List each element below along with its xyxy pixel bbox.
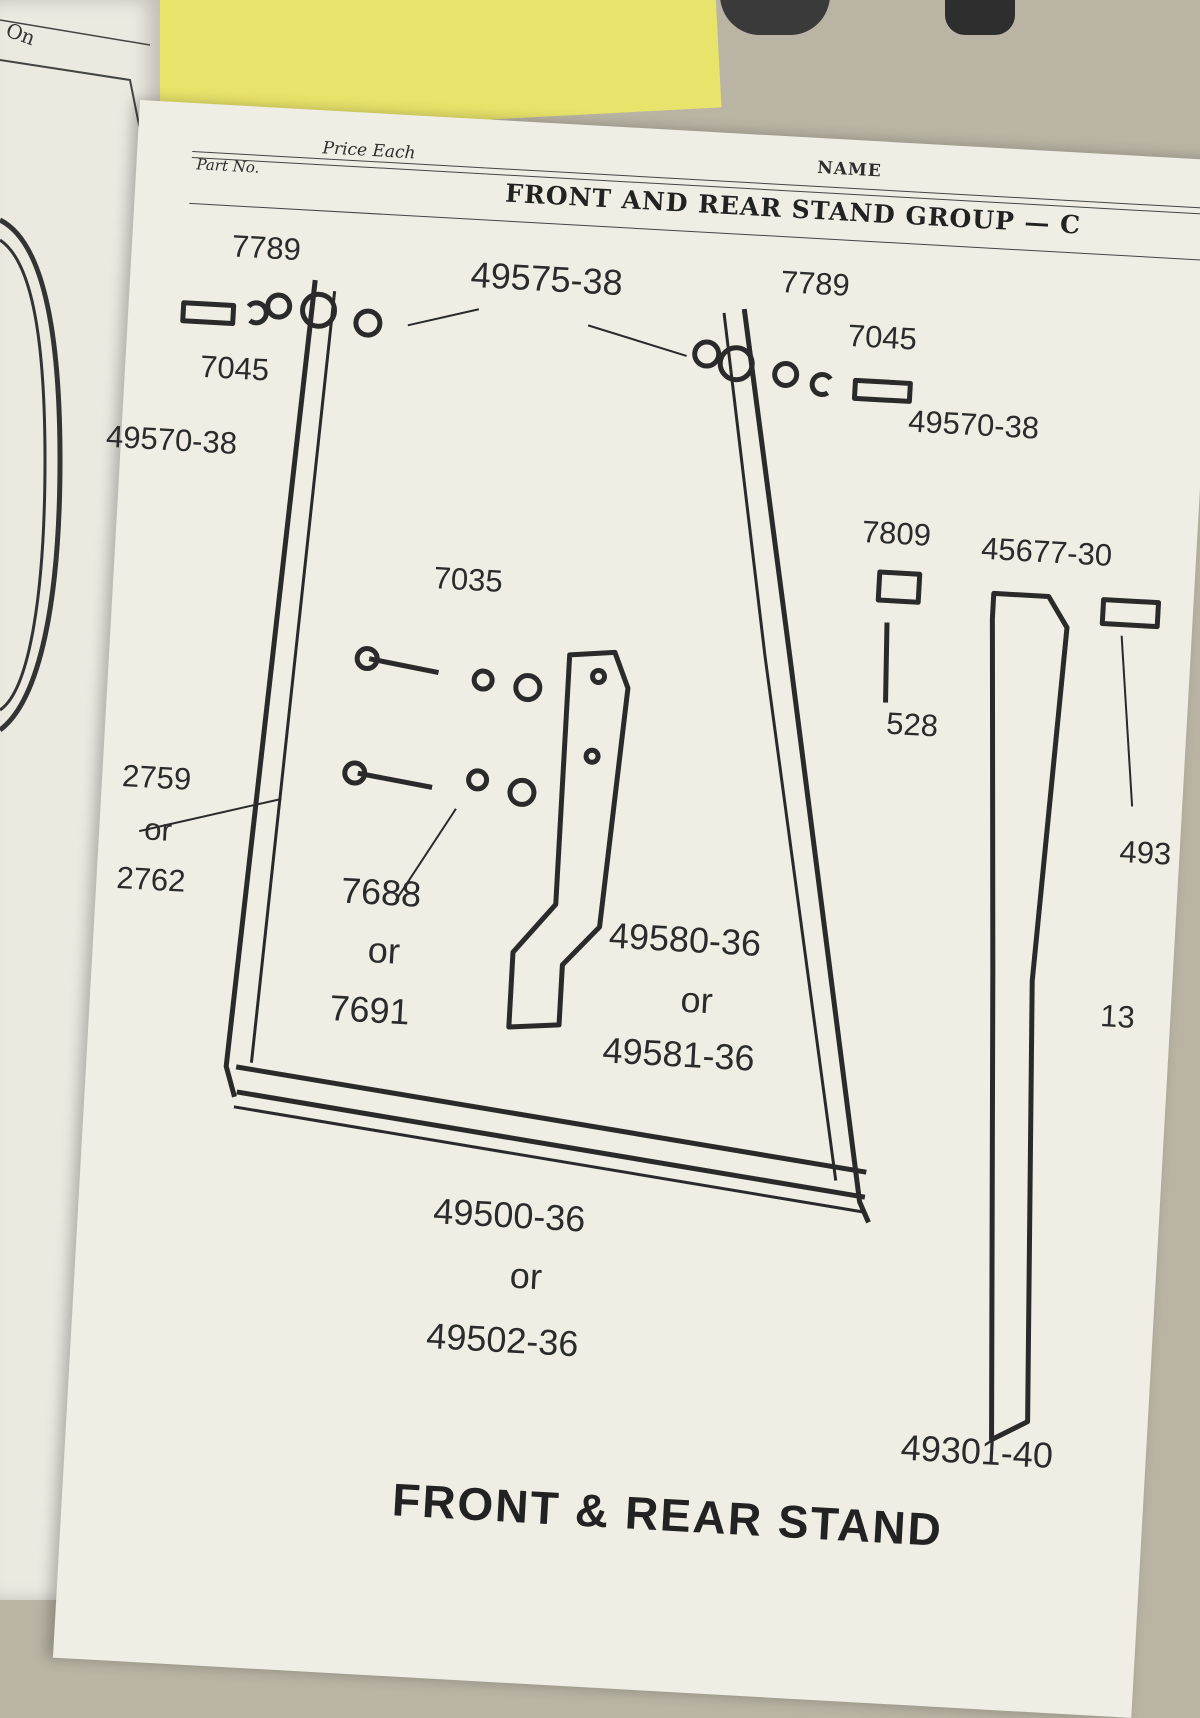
cotter-pin-528 xyxy=(883,622,890,703)
lockwasher-7045-left xyxy=(246,300,269,326)
lockwasher-7035-top xyxy=(471,668,495,692)
stand-frame-left-leg-inner xyxy=(249,291,337,1063)
part-label: 493 xyxy=(1118,833,1173,872)
part-label: 49575-38 xyxy=(469,253,624,304)
spacer-washer-left xyxy=(353,308,383,338)
part-label: 49500-36 xyxy=(432,1190,587,1240)
pointer-line xyxy=(407,308,480,327)
screw-2759-bottom xyxy=(357,770,433,790)
part-label: or xyxy=(679,978,714,1022)
stand-frame-left-leg xyxy=(223,279,318,1098)
hardware-object xyxy=(945,0,1015,35)
stand-eye-left xyxy=(300,291,338,329)
stand-frame-crossbar-inner xyxy=(236,1089,866,1200)
part-label: 7035 xyxy=(432,560,504,599)
foot-plate xyxy=(506,649,631,1030)
part-label: 45677-30 xyxy=(980,530,1114,573)
stand-frame-right-leg xyxy=(741,308,871,1224)
pin-45677-30 xyxy=(1099,597,1162,630)
nut-7688-top xyxy=(513,673,543,703)
spacer-washer-right xyxy=(692,339,722,369)
part-label: 13 xyxy=(1099,998,1136,1035)
part-label: 49581-36 xyxy=(601,1029,756,1079)
part-label: 7688 xyxy=(340,869,423,915)
part-label: 7045 xyxy=(199,348,271,388)
bolt-49570-left xyxy=(180,300,237,327)
nut-7789-left xyxy=(265,292,293,320)
screw-2759-top xyxy=(368,656,439,676)
part-label: 7045 xyxy=(846,317,918,357)
pointer-line xyxy=(394,808,457,902)
nut-7789-right xyxy=(772,360,800,388)
hardware-object xyxy=(720,0,830,35)
stand-eye-right xyxy=(717,345,755,383)
part-label: 2759 xyxy=(121,758,193,797)
nut-7688-bottom xyxy=(507,777,537,807)
part-label: 49301-40 xyxy=(899,1426,1055,1477)
part-label: or xyxy=(508,1254,544,1298)
side-stand-arm xyxy=(989,590,1070,1443)
part-label: 7789 xyxy=(779,264,851,303)
nut-7809 xyxy=(875,569,923,605)
part-label: 7691 xyxy=(328,987,411,1033)
part-label: 7789 xyxy=(231,228,302,268)
part-label: 49570-38 xyxy=(105,418,238,461)
part-label: 49580-36 xyxy=(607,914,763,964)
stand-frame-crossbar xyxy=(235,1064,867,1175)
pointer-line xyxy=(138,797,282,833)
part-label: 7809 xyxy=(861,514,932,553)
part-label: or xyxy=(143,811,173,848)
stand-frame-crossbar-lower xyxy=(233,1105,865,1214)
parts-diagram xyxy=(138,279,1162,1443)
pointer-line xyxy=(587,324,687,357)
pointer-line xyxy=(1120,635,1134,807)
catalog-page: Part No. Price Each NAME FRONT AND REAR … xyxy=(52,100,1200,1718)
left-page-drawing xyxy=(0,19,151,732)
part-label: 49570-38 xyxy=(907,403,1041,446)
part-label: 49502-36 xyxy=(425,1314,580,1365)
part-label: or xyxy=(366,929,402,972)
part-label: 528 xyxy=(885,705,940,744)
stand-frame-right-leg-inner xyxy=(722,312,838,1181)
lockwasher-7045-right xyxy=(809,372,833,397)
part-label: 2762 xyxy=(115,859,187,899)
bolt-49570-right xyxy=(851,377,913,404)
lockwasher-7035-bottom xyxy=(466,768,490,792)
